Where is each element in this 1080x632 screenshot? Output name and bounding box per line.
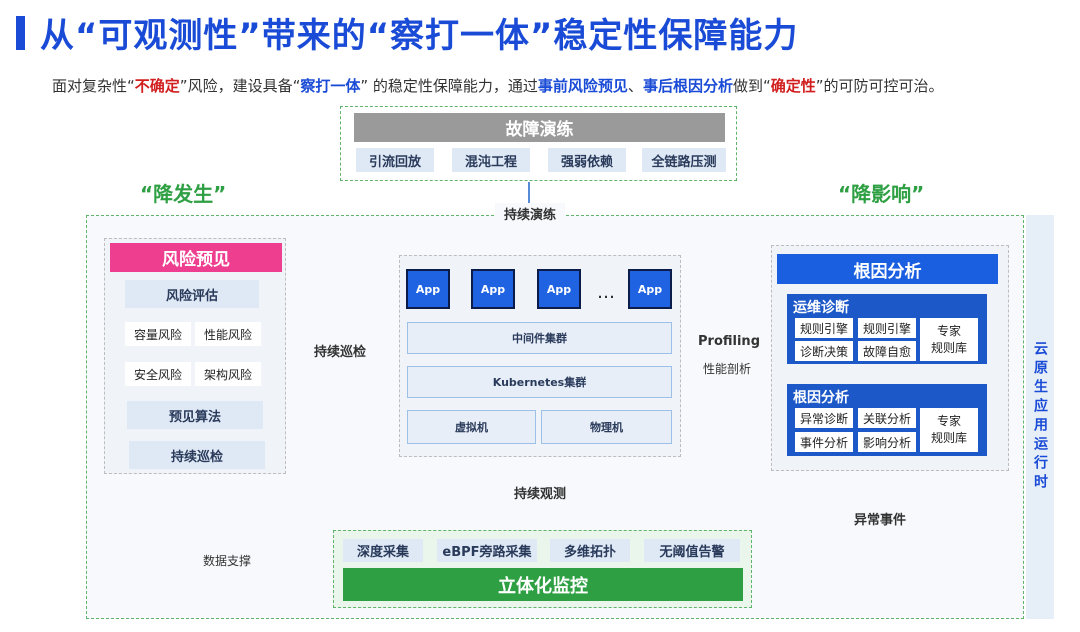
rca-item-event-analysis: 事件分析: [795, 432, 853, 452]
performance-profiling-label: 性能剖析: [703, 362, 752, 376]
ops-expert-rulebase: 专家 规则库: [920, 318, 978, 361]
continuous-inspection-label: 持续巡检: [309, 340, 371, 360]
ops-item-decision: 诊断决策: [795, 341, 853, 361]
risk-item-capacity: 容量风险: [125, 322, 191, 346]
continuous-observe-label: 持续观测: [507, 482, 573, 502]
app-box-2: App: [471, 269, 515, 309]
ops-item-self-healing: 故障自愈: [858, 341, 916, 361]
rca-title: 根因分析: [793, 390, 849, 406]
drill-item-chaos: 混沌工程: [452, 148, 530, 172]
cloud-native-runtime-label: 云原生应用运行时: [1026, 215, 1054, 619]
page-title: 从“可观测性”带来的“察打一体”稳定性保障能力: [40, 16, 799, 56]
root-cause-header: 根因分析: [777, 254, 998, 284]
risk-foresight-header: 风险预见: [110, 243, 282, 272]
title-accent-bar: [16, 16, 25, 50]
kubernetes-cluster: Kubernetes集群: [407, 366, 672, 398]
drill-item-replay: 引流回放: [356, 148, 434, 172]
rca-item-correlation: 关联分析: [858, 408, 916, 428]
rca-expert-rulebase: 专家 规则库: [920, 408, 978, 452]
app-box-1: App: [406, 269, 450, 309]
monitor-item-ebpf: eBPF旁路采集: [437, 539, 537, 562]
app-box-4: App: [628, 269, 672, 309]
monitoring-footer: 立体化监控: [343, 568, 743, 601]
continuous-drill-label: 持续演练: [495, 203, 565, 223]
ops-item-rule-engine-2: 规则引擎: [858, 318, 916, 338]
data-support-label: 数据支撑: [203, 554, 252, 568]
ops-item-rule-engine-1: 规则引擎: [795, 318, 853, 338]
app-ellipsis: …: [597, 281, 615, 303]
risk-foresight-panel: [104, 238, 286, 474]
foresight-algorithm: 预见算法: [127, 401, 263, 429]
monitor-item-topology: 多维拓扑: [550, 539, 630, 562]
drill-item-dependency: 强弱依赖: [548, 148, 626, 172]
risk-assessment: 风险评估: [125, 280, 259, 308]
physical-machine: 物理机: [541, 410, 672, 444]
risk-continuous-inspection: 持续巡检: [129, 441, 265, 469]
app-box-3: App: [537, 269, 581, 309]
monitor-item-threshold-free-alert: 无阈值告警: [644, 539, 740, 562]
fault-drill-header: 故障演练: [354, 113, 725, 142]
risk-item-architecture: 架构风险: [195, 362, 261, 386]
monitor-item-deep-collect: 深度采集: [343, 539, 423, 562]
fault-drill-panel: [340, 106, 737, 181]
rca-item-impact-analysis: 影响分析: [858, 432, 916, 452]
risk-item-security: 安全风险: [125, 362, 191, 386]
reduce-impact-label: “降影响”: [838, 182, 925, 206]
drill-item-stress-test: 全链路压测: [642, 148, 726, 172]
middleware-cluster: 中间件集群: [407, 322, 672, 354]
ops-diagnosis-title: 运维诊断: [793, 300, 849, 316]
profiling-label: Profiling: [698, 331, 760, 351]
virtual-machine: 虚拟机: [407, 410, 536, 444]
reduce-occurrence-label: “降发生”: [140, 182, 227, 206]
risk-item-performance: 性能风险: [195, 322, 261, 346]
page-subtitle: 面对复杂性“不确定”风险，建设具备“察打一体” 的稳定性保障能力，通过事前风险预…: [52, 77, 944, 95]
anomaly-event-label: 异常事件: [853, 512, 906, 528]
rca-item-anomaly-diagnosis: 异常诊断: [795, 408, 853, 428]
